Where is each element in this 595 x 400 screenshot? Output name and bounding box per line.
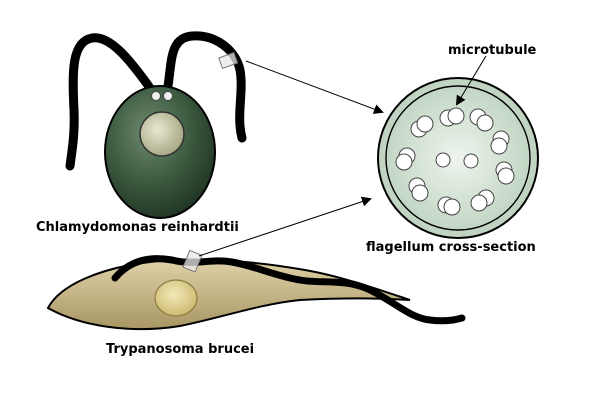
tryp-body [46,258,411,331]
chlamy-flagellum-right [163,31,247,143]
label-microtubule: microtubule [448,43,537,58]
chlamy-flagellum-left [65,33,155,171]
microtubule [443,198,461,216]
label-trypanosoma: Trypanosoma brucei [106,342,255,357]
tryp-flagellum-highlight-box [182,249,203,273]
tryp-flagellum [111,255,466,325]
chlamy-eyespot-right [163,91,173,101]
microtubule [411,184,429,202]
arrow-microtubule-label [455,55,487,106]
microtubule-central [463,153,479,169]
microtubule [447,107,465,125]
arrow-chlamy-to-cross [245,60,384,114]
cross-section-inner-ring [385,85,531,231]
flagellum-cross-section [377,55,539,239]
microtubule-central [435,152,451,168]
microtubule [476,114,494,132]
microtubule-doublets [395,107,515,216]
trypanosoma-cell [46,249,466,331]
microtubule [395,153,413,171]
label-cross-section: flagellum cross-section [366,240,536,255]
microtubule [497,167,515,185]
arrow-tryp-to-cross [198,196,372,257]
chlamydomonas-cell [65,31,247,219]
chlamy-eyespot-left [151,91,161,101]
microtubule [470,194,488,212]
tryp-nucleus [154,279,198,317]
chlamy-flagellum-highlight-box [218,51,239,70]
microtubule [490,137,508,155]
microtubule [416,115,434,133]
label-chlamydomonas: Chlamydomonas reinhardtii [36,220,239,235]
chlamy-nucleus [139,111,185,157]
